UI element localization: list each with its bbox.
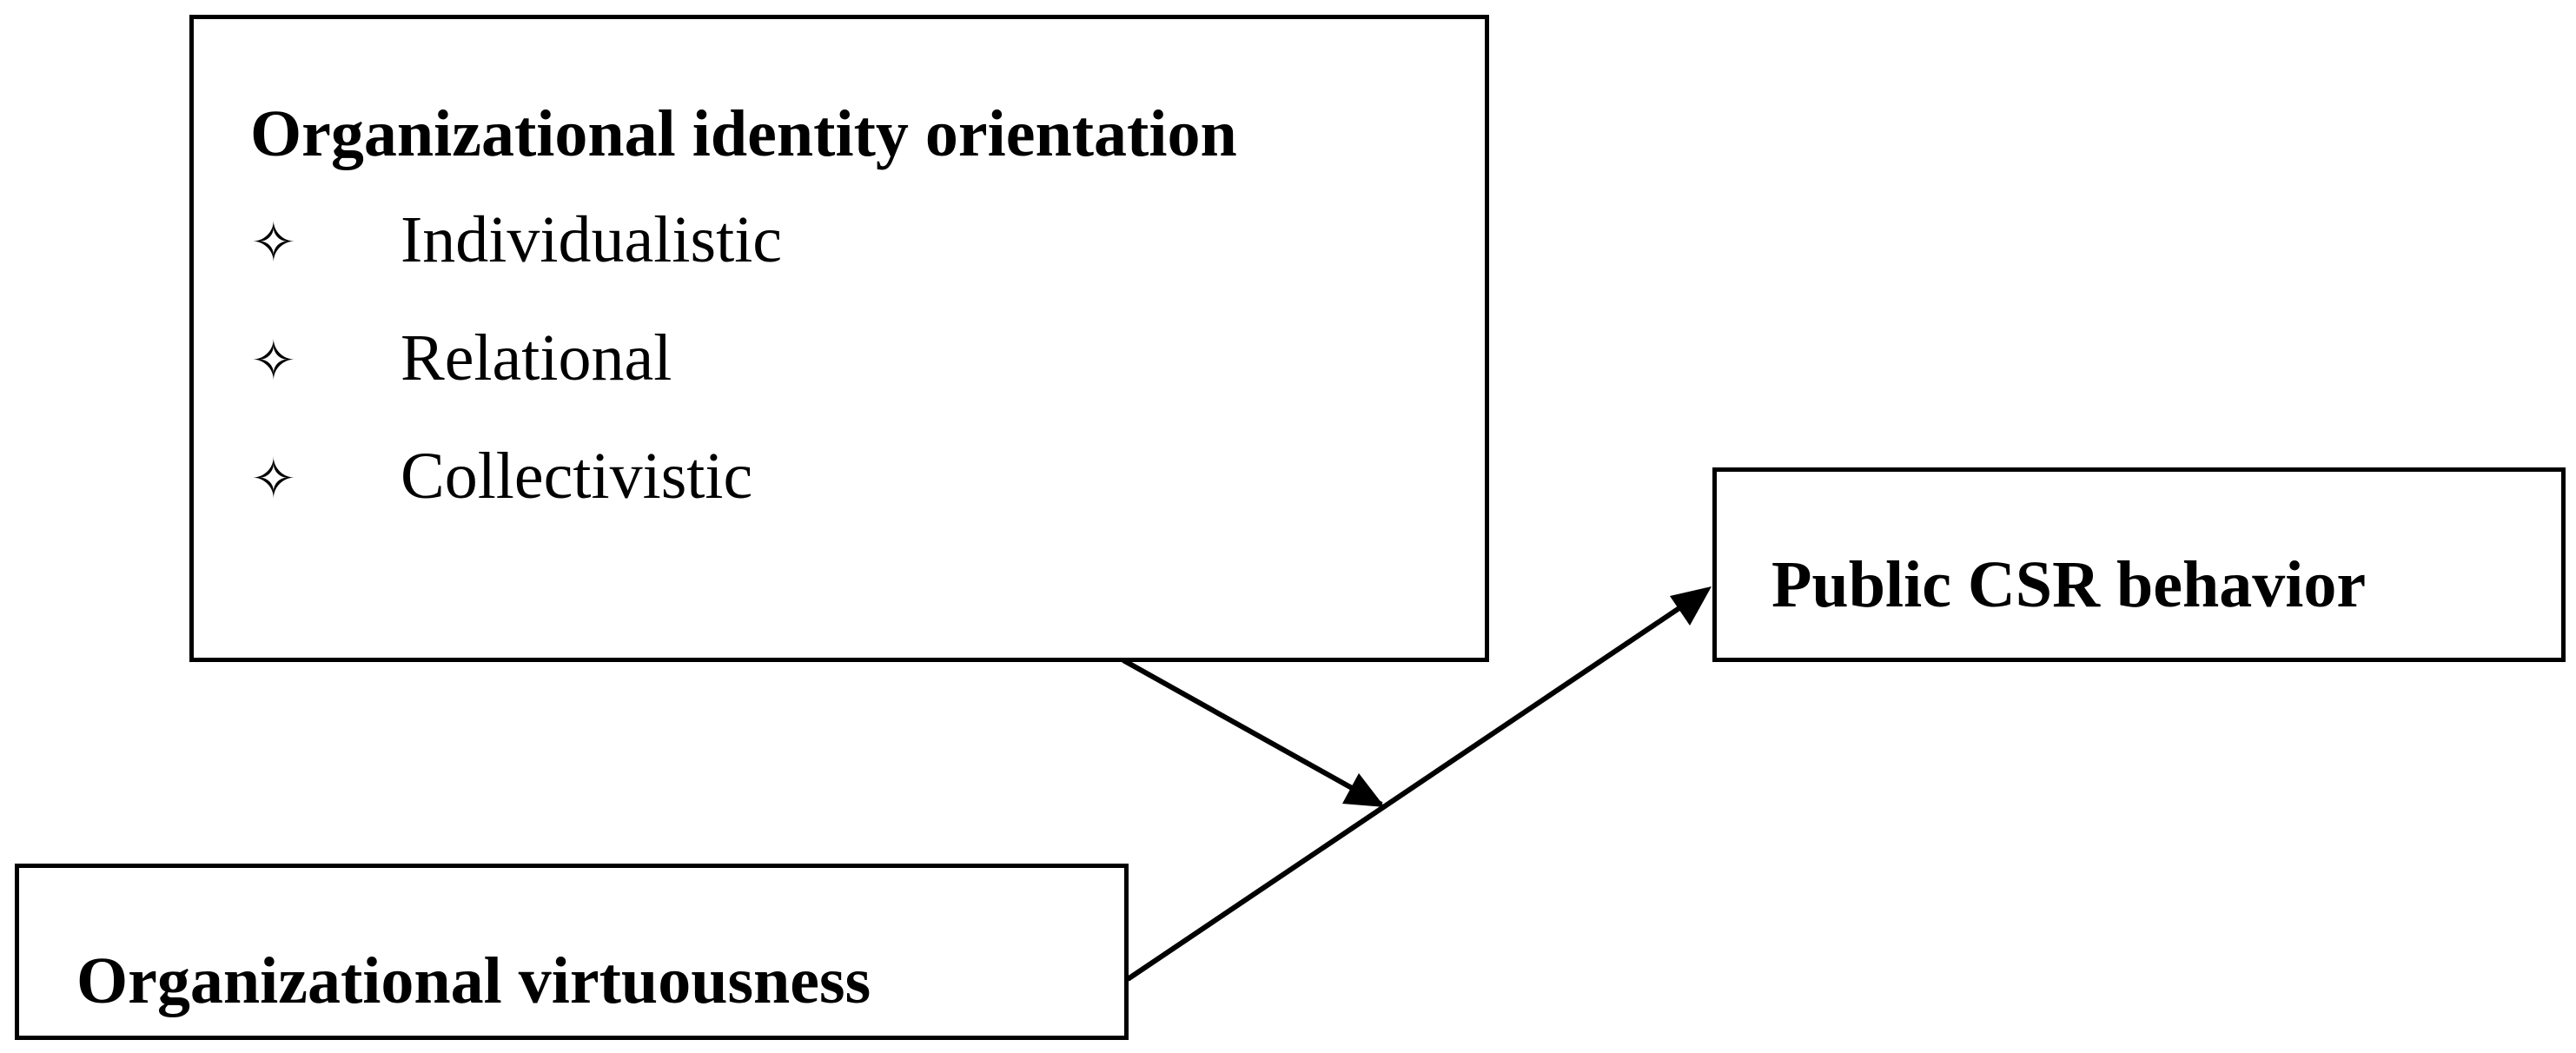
list-item-label: Relational xyxy=(401,321,672,394)
list-item: ✧Collectivistic xyxy=(250,443,752,509)
moderator-to-path-arrowhead xyxy=(1342,773,1385,807)
predictor-to-outcome-arrowhead xyxy=(1670,586,1712,626)
predictor-title: Organizational virtuousness xyxy=(76,944,871,1017)
moderator-title: Organizational identity orientation xyxy=(250,97,1237,170)
moderator-box: Organizational identity orientation ✧Ind… xyxy=(189,15,1489,662)
list-item-label: Collectivistic xyxy=(401,440,753,513)
outcome-title: Public CSR behavior xyxy=(1771,548,2367,621)
predictor-box: Organizational virtuousness xyxy=(15,864,1129,1040)
moderator-to-path-arrow xyxy=(1122,658,1383,807)
four-point-star-outline-icon: ✧ xyxy=(250,329,297,394)
four-point-star-outline-icon: ✧ xyxy=(250,211,297,275)
list-item-label: Individualistic xyxy=(401,203,783,276)
list-item: ✧Individualistic xyxy=(250,207,782,273)
four-point-star-outline-icon: ✧ xyxy=(250,447,297,512)
outcome-box: Public CSR behavior xyxy=(1712,467,2566,662)
list-item: ✧Relational xyxy=(250,325,672,391)
